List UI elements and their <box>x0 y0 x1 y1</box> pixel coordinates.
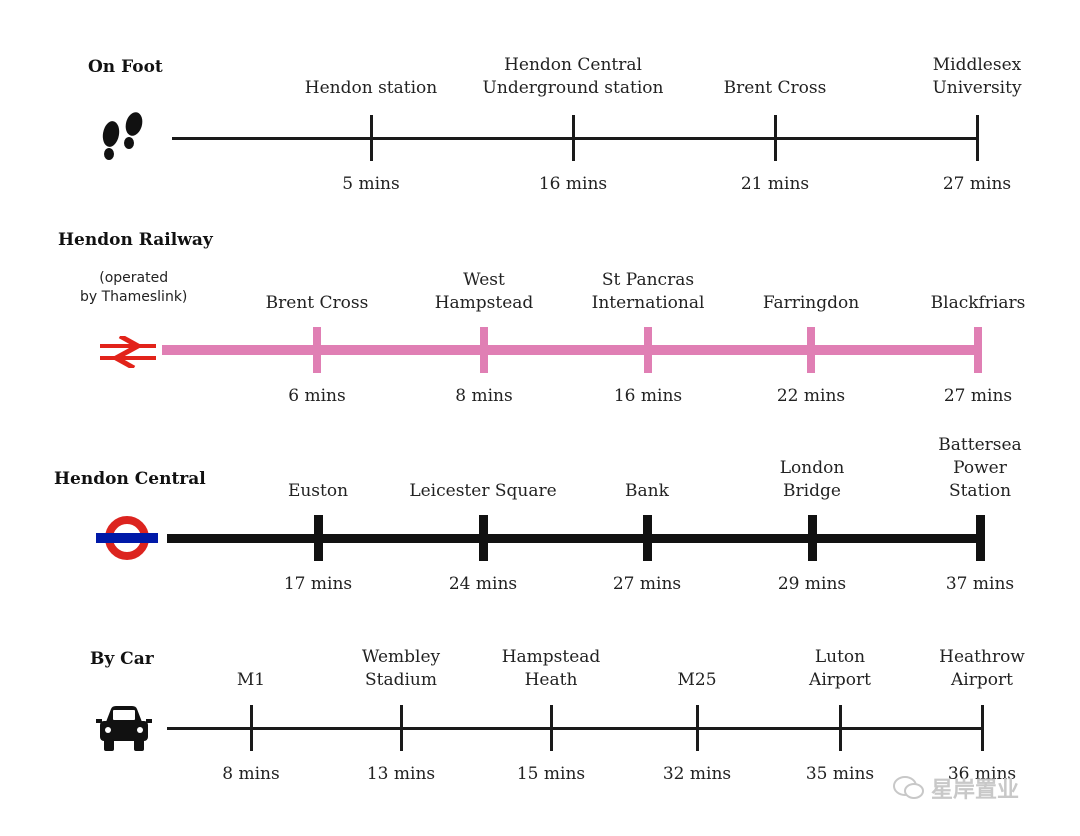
stop-tick <box>644 327 652 373</box>
stop-name: Farringdon <box>762 293 860 313</box>
travel-time: 15 mins <box>516 764 586 784</box>
car-icon <box>96 704 152 758</box>
stop-name: West Hampstead <box>434 270 534 313</box>
section-title: Hendon Railway <box>58 230 213 250</box>
stop-tick <box>313 515 323 561</box>
stop-tick <box>980 705 984 751</box>
travel-time: 32 mins <box>662 764 732 784</box>
stop-name: Bank <box>625 481 669 501</box>
travel-time: 13 mins <box>366 764 436 784</box>
stop-name: Leicester Square <box>409 481 557 501</box>
stop-name: M1 <box>236 670 266 690</box>
route-line <box>162 345 980 355</box>
stop-name: Euston <box>287 481 349 501</box>
travel-time: 17 mins <box>283 574 353 594</box>
stop-tick <box>838 705 842 751</box>
stop-name: Luton Airport <box>809 647 871 690</box>
wechat-icon <box>893 776 924 799</box>
section-note: (operated by Thameslink) <box>80 270 188 305</box>
watermark-text: 星岸置业 <box>931 778 1020 803</box>
stop-tick <box>249 705 253 751</box>
stop-name: Battersea Power Station <box>938 435 1022 501</box>
stop-tick <box>478 515 488 561</box>
stop-tick <box>571 115 575 161</box>
travel-time: 16 mins <box>538 174 608 194</box>
stop-name: Hampstead Heath <box>501 647 601 690</box>
stop-name: Brent Cross <box>723 78 827 98</box>
stop-tick <box>369 115 373 161</box>
travel-time: 24 mins <box>448 574 518 594</box>
stop-tick <box>974 327 982 373</box>
stop-name: Blackfriars <box>930 293 1026 313</box>
stop-tick <box>975 515 985 561</box>
stop-name: London Bridge <box>779 458 845 501</box>
watermark: 星岸置业 <box>893 772 1019 804</box>
stop-name: Middlesex University <box>932 55 1022 98</box>
stop-tick <box>480 327 488 373</box>
stop-tick <box>695 705 699 751</box>
travel-time: 22 mins <box>776 386 846 406</box>
travel-time: 21 mins <box>740 174 810 194</box>
travel-time: 35 mins <box>805 764 875 784</box>
travel-time: 36 mins <box>947 764 1017 784</box>
stop-name: St Pancras International <box>591 270 705 313</box>
travel-time: 27 mins <box>942 174 1012 194</box>
section-title: Hendon Central <box>54 469 206 489</box>
travel-time: 27 mins <box>943 386 1013 406</box>
travel-time: 27 mins <box>612 574 682 594</box>
stop-tick <box>399 705 403 751</box>
stop-tick <box>642 515 652 561</box>
stop-name: Hendon station <box>304 78 438 98</box>
stop-tick <box>773 115 777 161</box>
stop-tick <box>807 515 817 561</box>
footprints-icon <box>96 112 150 168</box>
travel-time: 8 mins <box>222 764 280 784</box>
section-title: On Foot <box>88 57 163 77</box>
underground-roundel-icon <box>96 514 158 566</box>
stop-name: Brent Cross <box>265 293 369 313</box>
stop-tick <box>549 705 553 751</box>
stop-name: Wembley Stadium <box>361 647 441 690</box>
route-line <box>167 726 982 730</box>
travel-time: 6 mins <box>288 386 346 406</box>
stop-tick <box>313 327 321 373</box>
stop-tick <box>975 115 979 161</box>
travel-time: 16 mins <box>613 386 683 406</box>
travel-time: 5 mins <box>342 174 400 194</box>
section-title: By Car <box>90 649 154 669</box>
travel-time: 29 mins <box>777 574 847 594</box>
travel-time: 8 mins <box>455 386 513 406</box>
route-line <box>167 533 981 543</box>
stop-name: M25 <box>677 670 717 690</box>
route-line <box>172 136 977 140</box>
stop-tick <box>807 327 815 373</box>
travel-time: 37 mins <box>945 574 1015 594</box>
stop-name: Hendon Central Underground station <box>482 55 664 98</box>
national-rail-icon <box>100 333 156 372</box>
stop-name: Heathrow Airport <box>939 647 1025 690</box>
